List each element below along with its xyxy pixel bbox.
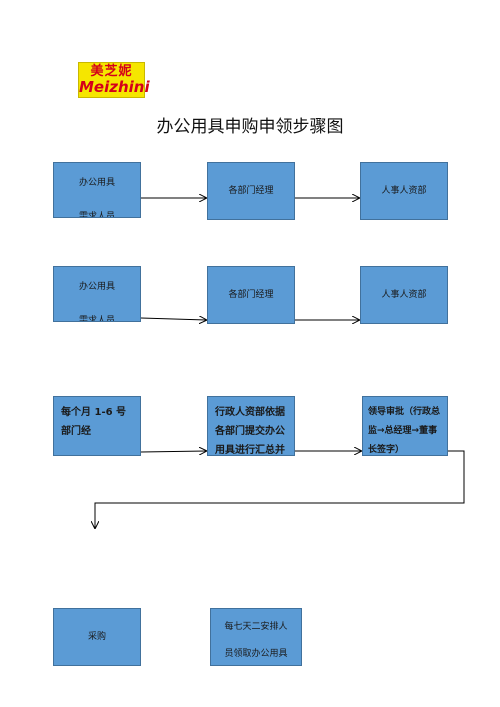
collect-supplies-box: 每七天二安排人 员领取办公用具 bbox=[210, 608, 302, 666]
purchase-box: 采购 bbox=[53, 608, 141, 666]
row1-dept-manager-label: 各部门经理 bbox=[228, 186, 274, 196]
logo-english-text: Meizhini bbox=[79, 78, 150, 96]
row1-hr-box: 人事人资部 bbox=[360, 162, 448, 220]
row2-requester-line2: 需求人员 bbox=[78, 316, 115, 322]
company-logo: 美芝妮 Meizhini bbox=[78, 62, 150, 98]
row3-leader-approval-label: 领导审批（行政总监→总经理→董事长签字） bbox=[368, 407, 441, 455]
row3-monthly-dept-label: 每个月 1-6 号部门经 bbox=[61, 407, 127, 437]
row3-leader-approval-box: 领导审批（行政总监→总经理→董事长签字） bbox=[362, 396, 448, 456]
page-title: 办公用具申购申领步骤图 bbox=[156, 117, 344, 137]
row1-requester-box: 办公用具 需求人员 bbox=[53, 162, 141, 218]
row1-hr-label: 人事人资部 bbox=[381, 186, 427, 196]
row2-dept-manager-box: 各部门经理 bbox=[207, 266, 295, 324]
collect-supplies-line2: 员领取办公用具 bbox=[224, 649, 288, 659]
row1-requester-line1: 办公用具 bbox=[78, 178, 115, 188]
row1-dept-manager-box: 各部门经理 bbox=[207, 162, 295, 220]
row2-dept-manager-label: 各部门经理 bbox=[228, 290, 274, 300]
row3-arrow-1 bbox=[140, 451, 206, 452]
row2-requester-line1: 办公用具 bbox=[78, 282, 115, 292]
row2-requester-box: 办公用具 需求人员 bbox=[53, 266, 141, 322]
row3-admin-hr-box: 行政人资部依据各部门提交办公用具进行汇总并 bbox=[207, 396, 295, 456]
logo-chinese-text: 美芝妮 bbox=[90, 64, 133, 79]
elbow-connector bbox=[95, 450, 465, 528]
row2-hr-label: 人事人资部 bbox=[381, 290, 427, 300]
row3-admin-hr-label: 行政人资部依据各部门提交办公用具进行汇总并 bbox=[215, 407, 285, 456]
row3-monthly-dept-box: 每个月 1-6 号部门经 bbox=[53, 396, 141, 456]
row2-arrow-1 bbox=[140, 318, 206, 320]
collect-supplies-line1: 每七天二安排人 bbox=[224, 622, 288, 632]
row1-requester-line2: 需求人员 bbox=[78, 212, 115, 218]
purchase-label: 采购 bbox=[87, 632, 106, 642]
row2-hr-box: 人事人资部 bbox=[360, 266, 448, 324]
